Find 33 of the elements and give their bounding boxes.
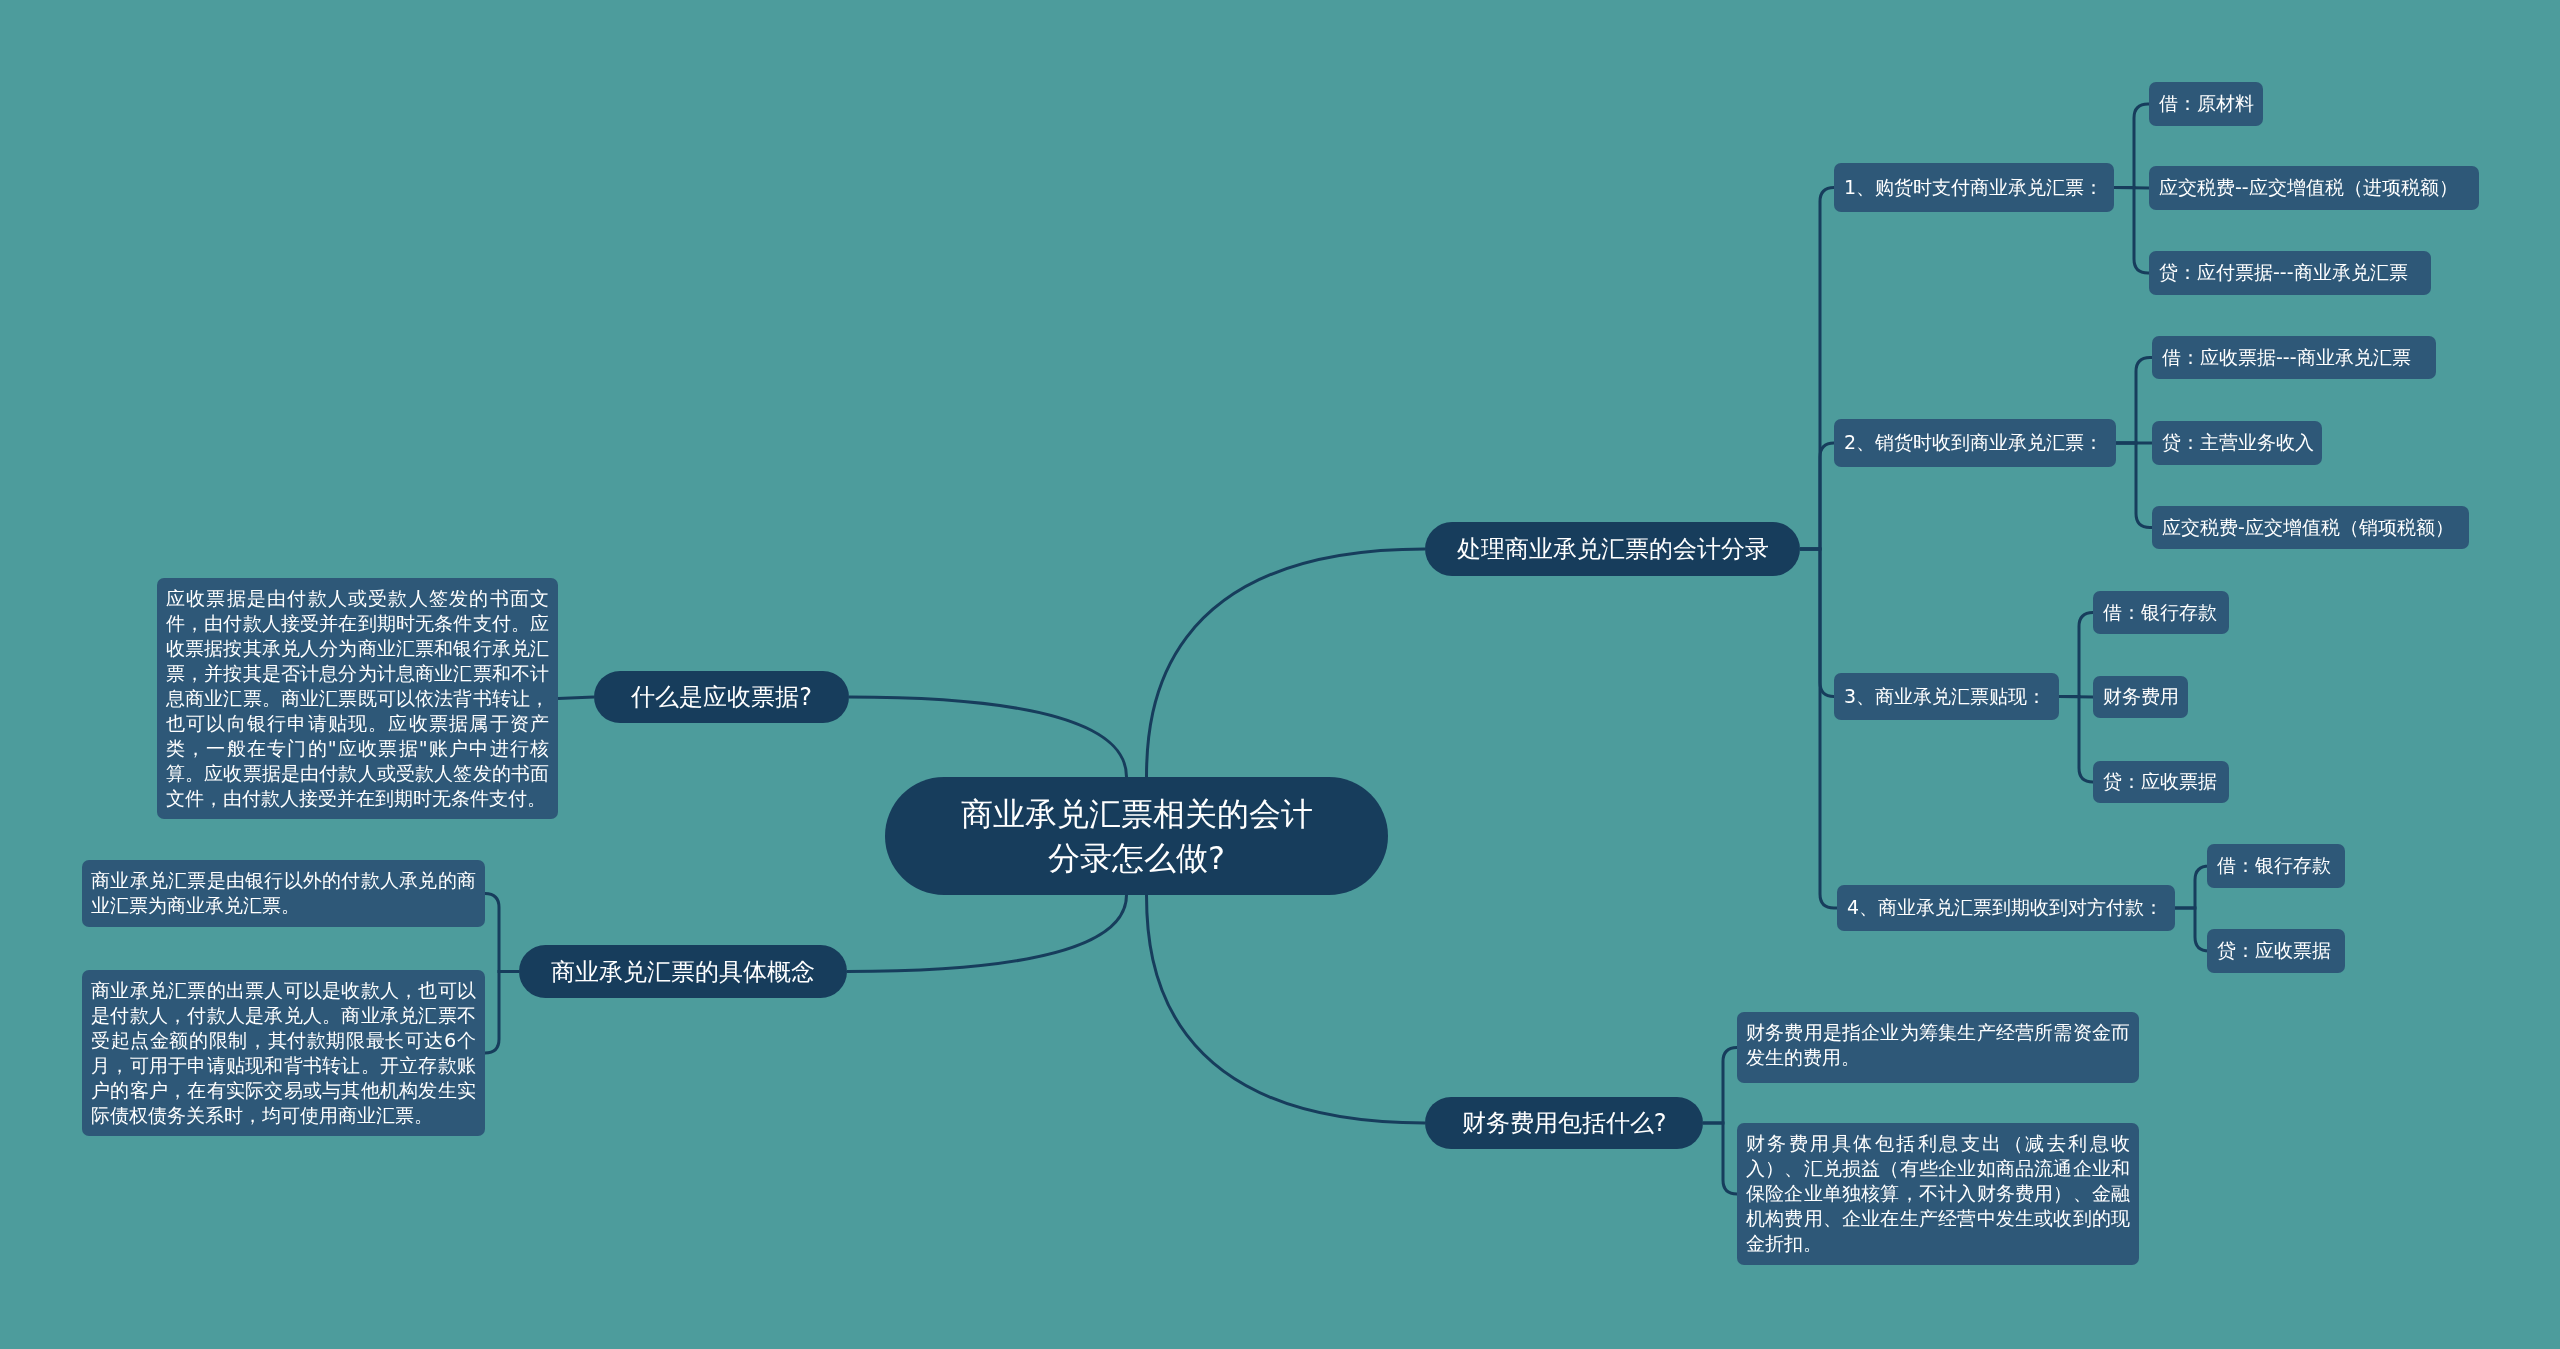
entry-box: 4、商业承兑汇票到期收到对方付款： [1837, 885, 2175, 931]
connector-line [1703, 1121, 1739, 1196]
entry-box: 贷：应收票据 [2207, 929, 2345, 973]
text-box: 商业承兑汇票是由银行以外的付款人承兑的商业汇票为商业承兑汇票。 [82, 860, 485, 927]
entry-box: 2、销货时收到商业承兑汇票： [1834, 419, 2116, 467]
entry-box: 贷：应付票据---商业承兑汇票 [2149, 251, 2431, 295]
topic-box: 财务费用包括什么? [1425, 1097, 1703, 1149]
entry-box: 应交税费--应交增值税（进项税额） [2149, 166, 2479, 210]
entry-box: 1、购货时支付商业承兑汇票： [1834, 163, 2114, 212]
text-box: 财务费用具体包括利息支出（减去利息收入）、汇兑损益（有些企业如商品流通企业和保险企业单独核算，不计入财务费用）、金融机构费用、企业在生产经营中发生或收到的现金折扣。 [1737, 1123, 2139, 1265]
central-topic: 商业承兑汇票相关的会计分录怎么做? [885, 777, 1388, 895]
connector-line [2059, 695, 2095, 784]
text-box: 商业承兑汇票的出票人可以是收款人，也可以是付款人，付款人是承兑人。商业承兑汇票不受起点金额的限制，其付款期限最长可达6个月，可用于申请贴现和背书转让。开立存款账户的客户，在有实际交易或与其他机构发生实际债权债务关系时，均可使用商业汇票。 [82, 970, 485, 1136]
topic-box: 商业承兑汇票的具体概念 [519, 945, 847, 998]
connector-line [1145, 894, 1426, 1125]
topic-box: 什么是应收票据? [594, 671, 849, 723]
connector-line [1145, 547, 1426, 778]
entry-box: 借：原材料 [2149, 82, 2263, 126]
connector-line [2116, 441, 2153, 529]
entry-box: 财务费用 [2093, 676, 2188, 718]
entry-box: 应交税费-应交增值税（销项税额） [2152, 506, 2469, 549]
entry-box: 借：银行存款 [2093, 591, 2229, 634]
text-box: 应收票据是由付款人或受款人签发的书面文件，由付款人接受并在到期时无条件支付。应收票据按其承兑人分为商业汇票和银行承兑汇票，并按其是否计息分为计息商业汇票和不计息商业汇票。商业汇票既可以依法背书转让，也可以向银行申请贴现。应收票据属于资产类，一般在专门的"应收票据"账户中进行核算。应收票据是由付款人或受款人签发的书面文件，由付款人接受并在到期时无条件支付。 [157, 578, 558, 819]
entry-box: 3、商业承兑汇票贴现： [1834, 673, 2059, 720]
entry-box: 贷：应收票据 [2093, 761, 2229, 803]
text-box: 财务费用是指企业为筹集生产经营所需资金而发生的费用。 [1737, 1012, 2139, 1083]
connector-line [557, 695, 595, 700]
connector-line [848, 695, 1128, 778]
entry-box: 借：银行存款 [2207, 844, 2345, 888]
topic-box: 处理商业承兑汇票的会计分录 [1425, 522, 1800, 576]
entry-box: 贷：主营业务收入 [2152, 421, 2322, 465]
connector-line [846, 894, 1128, 973]
entry-box: 借：应收票据---商业承兑汇票 [2152, 336, 2436, 379]
